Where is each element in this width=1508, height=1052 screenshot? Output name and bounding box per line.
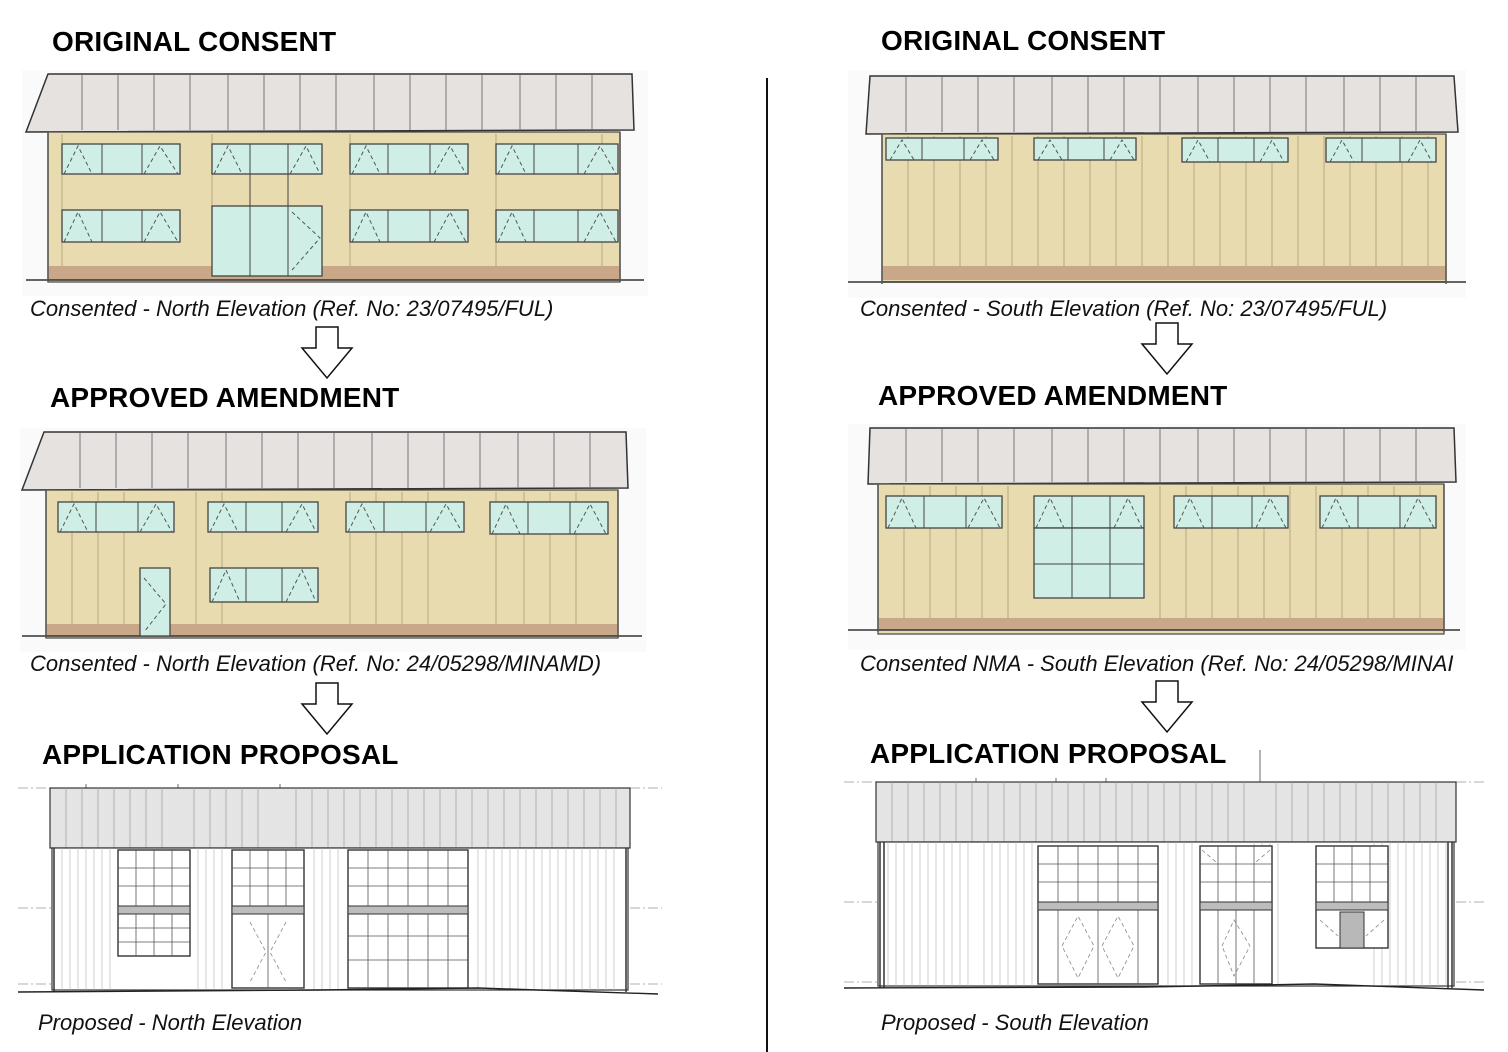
caption-consented-south-amendment: Consented NMA - South Elevation (Ref. No… [860,651,1454,676]
down-arrow-icon [1140,680,1194,734]
down-arrow-icon [300,682,354,736]
stage-heading-amendment-north: APPROVED AMENDMENT [50,382,400,413]
stage-heading-proposal-north: APPLICATION PROPOSAL [42,739,399,770]
stage-heading-original-north: ORIGINAL CONSENT [52,26,337,57]
down-arrow-icon [1140,322,1194,376]
column-divider [766,78,768,1052]
north-elevation-amendment-sketch [20,428,646,652]
caption-proposed-north: Proposed - North Elevation [38,1010,303,1035]
south-elevation-amendment-sketch [848,424,1466,650]
south-elevation-column: ORIGINAL CONSENT [770,0,1508,1052]
caption-consented-north-amendment: Consented - North Elevation (Ref. No: 24… [30,651,602,676]
south-elevation-original-sketch [848,70,1466,298]
north-elevation-original-sketch [22,70,648,296]
stage-heading-proposal-south: APPLICATION PROPOSAL [870,738,1227,769]
caption-consented-south-original: Consented - South Elevation (Ref. No: 23… [860,296,1388,321]
south-elevation-proposal-drawing [843,750,1485,991]
stage-heading-amendment-south: APPROVED AMENDMENT [878,380,1228,411]
caption-consented-north-original: Consented - North Elevation (Ref. No: 23… [30,296,554,321]
caption-proposed-south: Proposed - South Elevation [881,1010,1149,1035]
north-elevation-proposal-drawing [17,784,662,995]
stage-heading-original-south: ORIGINAL CONSENT [881,25,1166,56]
down-arrow-icon [300,326,354,380]
north-elevation-column: ORIGINAL CONSENT [17,26,662,1035]
